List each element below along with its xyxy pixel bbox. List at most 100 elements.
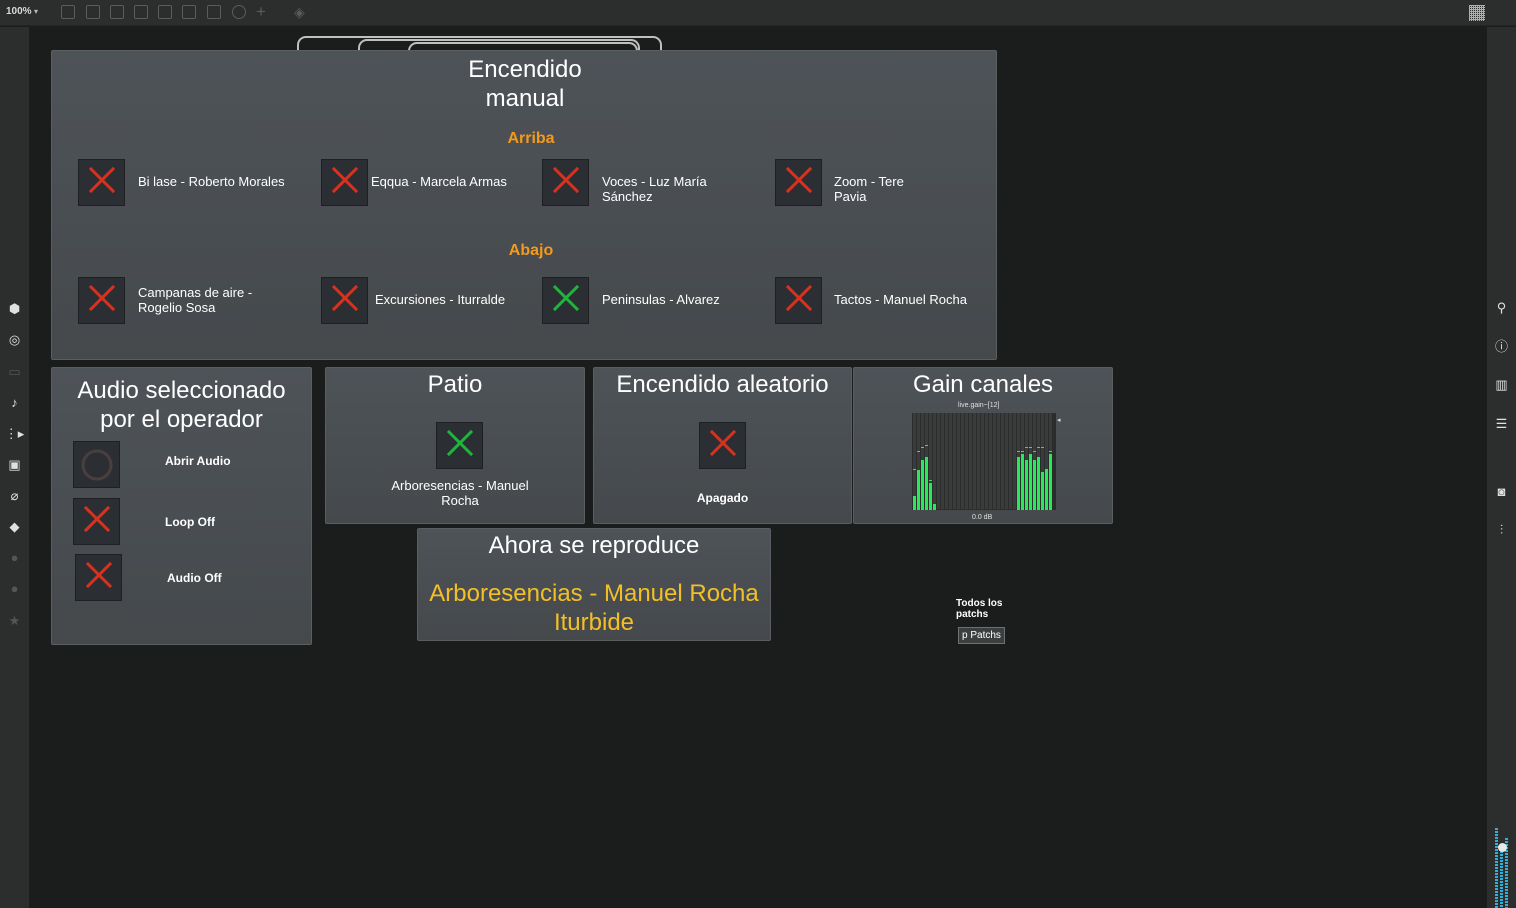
x-mark-icon xyxy=(785,166,813,199)
meter-peak-tick xyxy=(1029,447,1032,448)
patches-subpatcher[interactable]: p Patchs xyxy=(958,627,1005,644)
meter-peak-tick xyxy=(929,480,932,481)
meter-peak-tick xyxy=(921,447,924,448)
check-x-mark-icon xyxy=(552,284,580,317)
meter-level-bar xyxy=(1025,460,1028,510)
search-icon[interactable]: ⚲ xyxy=(1496,299,1507,315)
comment-icon[interactable] xyxy=(110,5,124,19)
plug-icon[interactable]: ◆ xyxy=(9,518,20,534)
audio-toggle[interactable] xyxy=(75,554,122,601)
tab-outline-2 xyxy=(358,39,640,52)
check-x-mark-icon xyxy=(446,429,474,462)
right-sidebar: ⚲ ⓘ ▥ ☰ ◙ ⫶ xyxy=(1487,27,1516,908)
now-playing-title: Ahora se reproduce xyxy=(488,532,700,559)
toggle-excursiones[interactable] xyxy=(321,277,368,324)
package-icon[interactable]: ⬢ xyxy=(8,300,21,316)
x-mark-icon xyxy=(331,284,359,317)
meter-peak-tick xyxy=(925,445,928,446)
number-box-icon[interactable] xyxy=(207,5,221,19)
meter-level-bar xyxy=(917,470,920,510)
loop-toggle[interactable] xyxy=(73,498,120,545)
manual-title: Encendido manual xyxy=(52,55,998,113)
meter-channel xyxy=(929,413,932,509)
grid-icon[interactable] xyxy=(1469,5,1485,21)
operator-audio-panel: Audio seleccionado por el operador Abrir… xyxy=(51,367,312,645)
gain-readout: 0.0 dB xyxy=(972,514,993,521)
meter-level-bar xyxy=(1045,469,1048,510)
toggle-bi-lase[interactable] xyxy=(78,159,125,206)
list-icon[interactable]: ☰ xyxy=(1495,415,1508,431)
now-playing-track: Arboresencias - Manuel Rocha Iturbide xyxy=(429,580,759,636)
top-toolbar: 100% ▾ + ◈ xyxy=(0,0,1516,26)
gain-meter[interactable] xyxy=(912,413,1056,510)
toggle-zoom[interactable] xyxy=(775,159,822,206)
meter-level-bar xyxy=(1049,454,1052,510)
toggle-peninsulas[interactable] xyxy=(542,277,589,324)
mixer-sliders-icon[interactable]: ⫶ xyxy=(1499,521,1504,537)
x-mark-icon xyxy=(331,166,359,199)
music-note-icon[interactable]: ♪ xyxy=(11,395,18,410)
tab-outline-1 xyxy=(297,36,662,52)
p-icon[interactable]: ● xyxy=(10,550,19,565)
meter-channel xyxy=(945,413,948,509)
gain-slider-arrow-icon[interactable]: ◂ xyxy=(1057,417,1061,424)
upper-section-heading: Arriba xyxy=(507,130,555,147)
toggle-campanas[interactable] xyxy=(78,277,125,324)
dial-icon[interactable] xyxy=(232,5,246,19)
meter-channel xyxy=(985,413,988,509)
meter-level-bar xyxy=(1017,457,1020,510)
lower-section-heading: Abajo xyxy=(508,242,554,259)
meter-peak-tick xyxy=(1033,451,1036,452)
meter-level-bar xyxy=(925,457,928,510)
meter-channel xyxy=(1005,413,1008,509)
book-icon[interactable]: ▥ xyxy=(1495,376,1508,392)
meter-channel xyxy=(917,413,920,509)
meter-channel xyxy=(977,413,980,509)
image-icon[interactable]: ▣ xyxy=(8,456,21,472)
meter-peak-tick xyxy=(1025,447,1028,448)
button-object-icon[interactable] xyxy=(158,5,172,19)
gain-title: Gain canales xyxy=(912,371,1054,398)
info-icon[interactable]: ⓘ xyxy=(1494,339,1508,354)
paint-bucket-icon[interactable]: ◈ xyxy=(294,4,305,20)
meter-level-bar xyxy=(921,460,924,510)
meter-peak-tick xyxy=(1049,451,1052,452)
meter-peak-tick xyxy=(917,451,920,452)
b-icon[interactable]: ● xyxy=(10,581,19,596)
meter-level-bar xyxy=(1041,472,1044,510)
random-toggle[interactable] xyxy=(699,422,746,469)
label-peninsulas: Peninsulas - Alvarez xyxy=(602,292,720,307)
meter-channel xyxy=(989,413,992,509)
open-audio-button[interactable] xyxy=(73,441,120,488)
zoom-menu[interactable]: 100% xyxy=(6,6,32,17)
film-icon[interactable]: ▭ xyxy=(8,363,21,379)
toggle-icon[interactable] xyxy=(134,5,148,19)
meter-channel xyxy=(1009,413,1012,509)
camera-icon[interactable]: ◙ xyxy=(1497,484,1506,499)
object-box-icon[interactable] xyxy=(86,5,100,19)
target-icon[interactable]: ◎ xyxy=(8,331,21,347)
meter-channel xyxy=(965,413,968,509)
x-mark-icon xyxy=(785,284,813,317)
volume-knob[interactable] xyxy=(1498,843,1507,852)
zoom-chevron-icon[interactable]: ▾ xyxy=(34,7,39,16)
toggle-voces[interactable] xyxy=(542,159,589,206)
toggle-eqqua[interactable] xyxy=(321,159,368,206)
label-bi-lase: Bi lase - Roberto Morales xyxy=(138,174,285,189)
toggle-tactos[interactable] xyxy=(775,277,822,324)
add-object-icon[interactable]: + xyxy=(256,2,266,21)
meter-channel xyxy=(941,413,944,509)
star-icon[interactable]: ★ xyxy=(8,612,21,628)
now-playing-panel: Ahora se reproduce Arboresencias - Manue… xyxy=(417,528,771,641)
patio-toggle[interactable] xyxy=(436,422,483,469)
presentation-icon[interactable] xyxy=(61,5,75,19)
label-voces: Voces - Luz María Sánchez xyxy=(602,174,707,204)
message-icon[interactable] xyxy=(182,5,196,19)
tab-outline-3 xyxy=(408,42,638,52)
meter-peak-tick xyxy=(1021,451,1024,452)
meter-level-bar xyxy=(933,504,936,510)
playlist-icon[interactable]: ⋮▸ xyxy=(4,425,25,441)
paperclip-icon[interactable]: ⌀ xyxy=(10,487,19,503)
patches-label: Todos los patchs xyxy=(956,598,1003,620)
